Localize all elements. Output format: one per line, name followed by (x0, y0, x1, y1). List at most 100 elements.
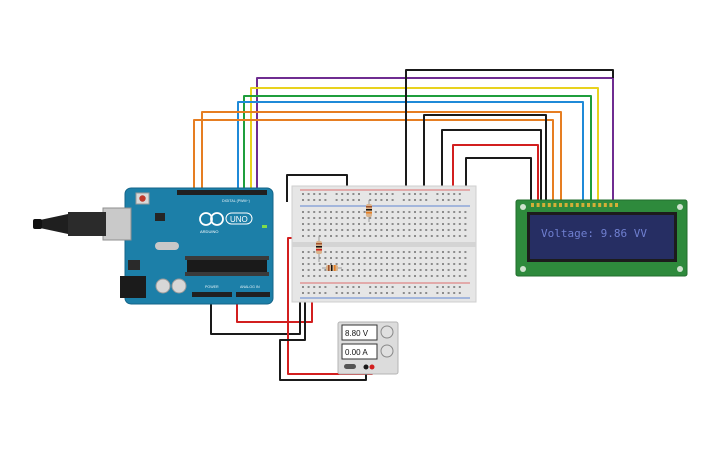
breadboard-hole[interactable] (374, 269, 377, 271)
breadboard-hole[interactable] (313, 292, 316, 294)
arduino-board[interactable]: DIGITAL (PWM~) ARDUINO UNO POWER ANALOG … (33, 187, 274, 305)
breadboard-hole[interactable] (330, 251, 332, 253)
breadboard-hole[interactable] (318, 263, 321, 265)
breadboard-hole[interactable] (425, 275, 428, 277)
breadboard-hole[interactable] (369, 251, 372, 253)
breadboard-hole[interactable] (447, 257, 450, 259)
breadboard-hole[interactable] (436, 269, 439, 271)
breadboard-hole[interactable] (408, 229, 411, 231)
breadboard-hole[interactable] (436, 229, 439, 231)
breadboard-hole[interactable] (363, 275, 366, 277)
breadboard-hole[interactable] (318, 292, 321, 294)
breadboard-hole[interactable] (402, 251, 405, 253)
breadboard-hole[interactable] (453, 286, 456, 288)
breadboard-hole[interactable] (313, 217, 316, 219)
breadboard-hole[interactable] (453, 223, 456, 225)
breadboard-hole[interactable] (369, 257, 372, 259)
breadboard-hole[interactable] (464, 275, 467, 277)
breadboard-hole[interactable] (386, 275, 388, 277)
lcd-module[interactable]: Voltage: 9.86 VV (515, 199, 688, 277)
breadboard-hole[interactable] (442, 275, 444, 277)
voltage-knob[interactable] (380, 325, 394, 339)
breadboard-hole[interactable] (352, 251, 355, 253)
breadboard-hole[interactable] (358, 292, 360, 294)
breadboard-hole[interactable] (402, 286, 405, 288)
breadboard-hole[interactable] (352, 292, 355, 294)
breadboard-hole[interactable] (307, 223, 310, 225)
breadboard-hole[interactable] (458, 269, 461, 271)
breadboard-hole[interactable] (341, 223, 344, 225)
breadboard-hole[interactable] (414, 223, 416, 225)
breadboard-hole[interactable] (442, 251, 444, 253)
breadboard-hole[interactable] (414, 251, 416, 253)
lcd-pin[interactable] (615, 203, 618, 207)
breadboard-hole[interactable] (324, 275, 327, 277)
breadboard-hole[interactable] (313, 211, 316, 213)
breadboard-hole[interactable] (391, 211, 394, 213)
breadboard-hole[interactable] (447, 193, 450, 195)
wire-red-lcd[interactable] (452, 144, 539, 205)
breadboard-hole[interactable] (430, 217, 433, 219)
lcd-pin[interactable] (587, 203, 590, 207)
breadboard-hole[interactable] (330, 229, 332, 231)
breadboard-hole[interactable] (436, 199, 439, 201)
breadboard-hole[interactable] (307, 292, 310, 294)
breadboard-hole[interactable] (447, 223, 450, 225)
breadboard-hole[interactable] (324, 217, 327, 219)
breadboard-hole[interactable] (313, 286, 316, 288)
breadboard-hole[interactable] (414, 275, 416, 277)
breadboard-hole[interactable] (386, 235, 388, 237)
breadboard-hole[interactable] (335, 223, 338, 225)
breadboard-hole[interactable] (436, 235, 439, 237)
breadboard-hole[interactable] (419, 275, 422, 277)
wire-black-supply[interactable] (279, 262, 367, 381)
breadboard-hole[interactable] (302, 263, 304, 265)
breadboard-hole[interactable] (442, 286, 444, 288)
breadboard-hole[interactable] (352, 235, 355, 237)
breadboard-hole[interactable] (302, 211, 304, 213)
breadboard-hole[interactable] (307, 269, 310, 271)
breadboard-hole[interactable] (324, 257, 327, 259)
breadboard-hole[interactable] (335, 292, 338, 294)
breadboard-hole[interactable] (408, 193, 411, 195)
breadboard-hole[interactable] (430, 211, 433, 213)
lcd-pin[interactable] (564, 203, 568, 207)
breadboard-hole[interactable] (419, 292, 422, 294)
breadboard-hole[interactable] (341, 286, 344, 288)
breadboard-hole[interactable] (307, 286, 310, 288)
breadboard-hole[interactable] (369, 286, 372, 288)
breadboard-hole[interactable] (402, 292, 405, 294)
breadboard-hole[interactable] (391, 199, 394, 201)
breadboard-hole[interactable] (430, 275, 433, 277)
breadboard-hole[interactable] (307, 217, 310, 219)
breadboard-hole[interactable] (324, 292, 327, 294)
breadboard-hole[interactable] (358, 217, 360, 219)
breadboard-hole[interactable] (318, 211, 321, 213)
breadboard-hole[interactable] (430, 251, 433, 253)
breadboard-hole[interactable] (302, 193, 304, 195)
breadboard-hole[interactable] (391, 275, 394, 277)
breadboard-hole[interactable] (442, 235, 444, 237)
wire-black-lcd-1[interactable] (405, 69, 614, 192)
breadboard-hole[interactable] (408, 263, 411, 265)
lcd-pin[interactable] (531, 203, 534, 207)
breadboard-hole[interactable] (458, 251, 461, 253)
breadboard-hole[interactable] (442, 292, 444, 294)
breadboard-hole[interactable] (442, 257, 444, 259)
breadboard-hole[interactable] (352, 269, 355, 271)
breadboard-hole[interactable] (307, 251, 310, 253)
resistor-1[interactable] (366, 200, 372, 222)
breadboard-hole[interactable] (458, 286, 461, 288)
breadboard-hole[interactable] (341, 257, 344, 259)
breadboard-hole[interactable] (374, 257, 377, 259)
breadboard-hole[interactable] (402, 263, 405, 265)
wire-black-lcd-3[interactable] (441, 129, 542, 205)
breadboard-hole[interactable] (363, 217, 366, 219)
breadboard-hole[interactable] (414, 286, 416, 288)
breadboard-hole[interactable] (386, 229, 388, 231)
breadboard-hole[interactable] (341, 251, 344, 253)
breadboard-hole[interactable] (386, 257, 388, 259)
breadboard-hole[interactable] (358, 211, 360, 213)
breadboard-hole[interactable] (346, 269, 349, 271)
lcd-pin[interactable] (559, 203, 562, 207)
